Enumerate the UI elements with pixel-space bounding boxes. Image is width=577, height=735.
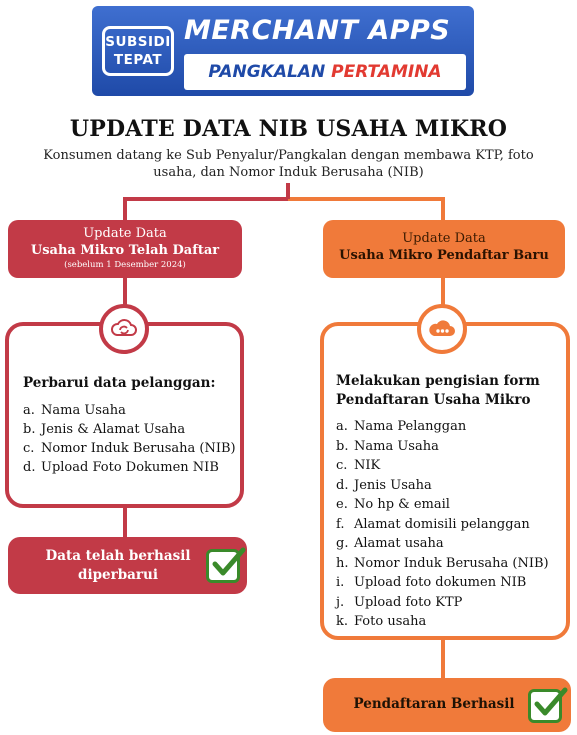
cloud-dots-icon	[417, 304, 467, 354]
list-item: f.Alamat domisili pelanggan	[336, 516, 530, 532]
list-item: d.Jenis Usaha	[336, 477, 432, 493]
list-item: a.Nama Usaha	[23, 403, 126, 418]
connector-stem	[286, 183, 290, 199]
card-heading: Melakukan pengisian form Pendaftaran Usa…	[336, 373, 540, 408]
list-item: b.Jenis & Alamat Usaha	[23, 422, 186, 437]
list-item: d.Upload Foto Dokumen NIB	[23, 460, 219, 475]
pill-line-1: Update Data	[402, 231, 486, 246]
existing-registrant-header: Update Data Usaha Mikro Telah Daftar (se…	[8, 220, 242, 278]
connector-right-bottom	[441, 640, 445, 679]
badge-line-2: TEPAT	[113, 52, 163, 68]
banner-subtitle: PANGKALAN PERTAMINA	[184, 54, 466, 90]
page-title: UPDATE DATA NIB USAHA MIKRO	[69, 116, 508, 142]
page-subtitle: Konsumen datang ke Sub Penyalur/Pangkala…	[43, 148, 534, 180]
list-item: b.Nama Usaha	[336, 438, 439, 454]
cloud-sync-icon	[99, 304, 149, 354]
pill-line-3: (sebelum 1 Desember 2024)	[64, 260, 186, 270]
subsidi-tepat-badge: SUBSIDI TEPAT	[102, 26, 174, 76]
connector-top-left	[123, 197, 288, 201]
banner-subtitle-part2: PERTAMINA	[331, 62, 442, 82]
banner-title: MERCHANT APPS	[184, 15, 451, 46]
list-item: c.Nomor Induk Berusaha (NIB)	[23, 441, 236, 456]
connector-right-down	[441, 197, 445, 221]
result-text: Data telah berhasil diperbarui	[45, 548, 191, 583]
list-item: c.NIK	[336, 458, 381, 473]
merchant-apps-banner: SUBSIDI TEPAT MERCHANT APPS PANGKALAN PE…	[92, 6, 474, 96]
update-items-list: a.Nama Usaha b.Jenis & Alamat Usaha c.No…	[23, 401, 236, 477]
connector-left-down	[123, 197, 127, 221]
connector-left-mid	[123, 278, 127, 306]
registration-success-box: Pendaftaran Berhasil	[323, 678, 571, 732]
list-item: e.No hp & email	[336, 497, 450, 512]
update-success-box: Data telah berhasil diperbarui	[8, 537, 247, 594]
badge-line-1: SUBSIDI	[105, 34, 171, 50]
registration-form-card: Melakukan pengisian form Pendaftaran Usa…	[320, 322, 570, 640]
checkmark-icon	[206, 547, 246, 583]
pill-line-1: Update Data	[83, 226, 167, 241]
connector-top-right	[288, 197, 445, 201]
pill-line-2: Usaha Mikro Telah Daftar	[30, 243, 220, 258]
form-items-list: a.Nama Pelanggan b.Nama Usaha c.NIK d.Je…	[336, 417, 549, 632]
list-item: k.Foto usaha	[336, 614, 427, 629]
list-item: i.Upload foto dokumen NIB	[336, 575, 527, 590]
connector-right-mid	[441, 278, 445, 306]
new-registrant-header: Update Data Usaha Mikro Pendaftar Baru	[323, 220, 565, 278]
list-item: j.Upload foto KTP	[336, 594, 463, 610]
checkmark-icon	[528, 687, 568, 723]
result-text: Pendaftaran Berhasil	[353, 696, 515, 712]
connector-left-bottom	[123, 508, 127, 538]
list-item: h.Nomor Induk Berusaha (NIB)	[336, 555, 549, 571]
card-heading: Perbarui data pelanggan:	[23, 375, 216, 391]
banner-subtitle-part1: PANGKALAN	[208, 62, 326, 82]
list-item: a.Nama Pelanggan	[336, 419, 467, 434]
list-item: g.Alamat usaha	[336, 536, 444, 551]
pill-line-2: Usaha Mikro Pendaftar Baru	[339, 248, 549, 263]
